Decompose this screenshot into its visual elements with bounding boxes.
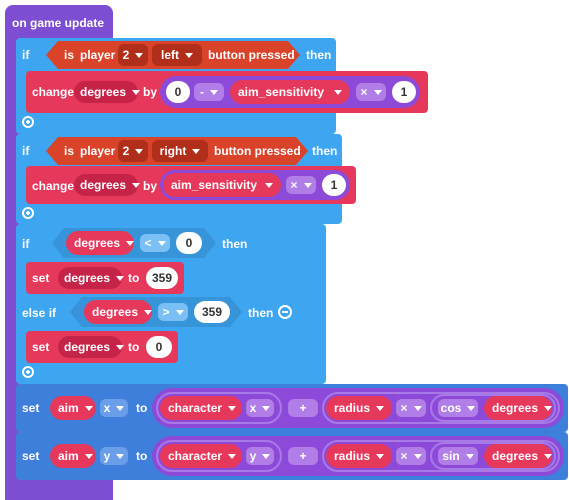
change-keyword: change xyxy=(32,85,75,99)
function-dropdown-cos[interactable]: cos xyxy=(438,399,478,417)
if-keyword: if xyxy=(22,144,30,158)
change-keyword: change xyxy=(32,179,75,193)
button-dropdown[interactable]: right xyxy=(152,140,208,162)
if-keyword: if xyxy=(22,237,30,251)
if-keyword: if xyxy=(22,48,30,62)
degrees-variable-dropdown[interactable]: degrees xyxy=(74,174,141,196)
degrees-variable-dropdown[interactable]: degrees xyxy=(74,81,141,103)
else-if-keyword: else if xyxy=(22,306,57,320)
number-input-359[interactable]: 359 xyxy=(146,267,178,289)
number-input-1[interactable]: 1 xyxy=(322,174,346,196)
property-dropdown-y[interactable]: y xyxy=(246,447,274,465)
aim-variable-dropdown[interactable]: aim xyxy=(50,396,96,420)
remove-else-if-icon[interactable] xyxy=(278,305,292,319)
by-keyword: by xyxy=(143,85,158,99)
function-dropdown-sin[interactable]: sin xyxy=(438,447,478,465)
degrees-variable-dropdown[interactable]: degrees xyxy=(484,396,553,420)
degrees-variable-dropdown[interactable]: degrees xyxy=(58,267,125,289)
to-keyword: to xyxy=(136,401,148,415)
set-keyword: set xyxy=(32,340,50,354)
to-keyword: to xyxy=(128,271,140,285)
compare-operator-dropdown[interactable]: > xyxy=(158,303,188,321)
number-input-0[interactable]: 0 xyxy=(166,81,190,103)
to-keyword: to xyxy=(136,449,148,463)
degrees-variable-dropdown[interactable]: degrees xyxy=(66,231,135,255)
character-variable-dropdown[interactable]: character xyxy=(160,444,242,468)
aim-sensitivity-variable[interactable]: aim_sensitivity xyxy=(230,80,350,104)
radius-variable-dropdown[interactable]: radius xyxy=(326,444,392,468)
property-dropdown-x[interactable]: x xyxy=(100,399,128,417)
is-label: is xyxy=(64,144,75,158)
set-keyword: set xyxy=(22,449,40,463)
button-pressed-label: button pressed xyxy=(214,144,301,158)
property-dropdown-y[interactable]: y xyxy=(100,447,128,465)
player-label: player xyxy=(80,144,116,158)
set-keyword: set xyxy=(22,401,40,415)
then-keyword: then xyxy=(312,144,338,158)
then-keyword: then xyxy=(248,306,274,320)
number-input-1[interactable]: 1 xyxy=(392,81,416,103)
character-variable-dropdown[interactable]: character xyxy=(160,396,242,420)
compare-operator-dropdown[interactable]: < xyxy=(140,234,170,252)
radius-variable-dropdown[interactable]: radius xyxy=(326,396,392,420)
add-else-icon[interactable] xyxy=(22,116,34,128)
number-input-0[interactable]: 0 xyxy=(146,336,172,358)
by-keyword: by xyxy=(143,179,158,193)
degrees-variable-dropdown[interactable]: degrees xyxy=(484,444,553,468)
operator-dropdown-times[interactable]: × xyxy=(396,447,426,465)
player-label: player xyxy=(80,48,116,62)
operator-dropdown-plus[interactable]: + xyxy=(288,447,318,465)
number-input-0[interactable]: 0 xyxy=(176,232,202,254)
degrees-variable-dropdown[interactable]: degrees xyxy=(58,336,125,358)
property-dropdown-x[interactable]: x xyxy=(246,399,274,417)
operator-dropdown-minus[interactable]: - xyxy=(194,83,224,101)
player-dropdown[interactable]: 2 xyxy=(118,140,148,162)
button-pressed-label: button pressed xyxy=(208,48,295,62)
then-keyword: then xyxy=(222,237,248,251)
operator-dropdown-times[interactable]: × xyxy=(356,83,386,101)
aim-variable-dropdown[interactable]: aim xyxy=(50,444,96,468)
add-else-icon[interactable] xyxy=(22,366,34,378)
set-keyword: set xyxy=(32,271,50,285)
then-keyword: then xyxy=(306,48,332,62)
is-label: is xyxy=(64,48,75,62)
operator-dropdown-times[interactable]: × xyxy=(396,399,426,417)
event-label: on game update xyxy=(12,16,105,30)
button-dropdown[interactable]: left xyxy=(152,44,202,66)
player-dropdown[interactable]: 2 xyxy=(118,44,148,66)
to-keyword: to xyxy=(128,340,140,354)
operator-dropdown-times[interactable]: × xyxy=(286,176,316,194)
aim-sensitivity-variable[interactable]: aim_sensitivity xyxy=(163,173,281,197)
number-input-359[interactable]: 359 xyxy=(194,301,230,323)
operator-dropdown-plus[interactable]: + xyxy=(288,399,318,417)
degrees-variable-dropdown[interactable]: degrees xyxy=(84,300,153,324)
add-else-icon[interactable] xyxy=(22,207,34,219)
